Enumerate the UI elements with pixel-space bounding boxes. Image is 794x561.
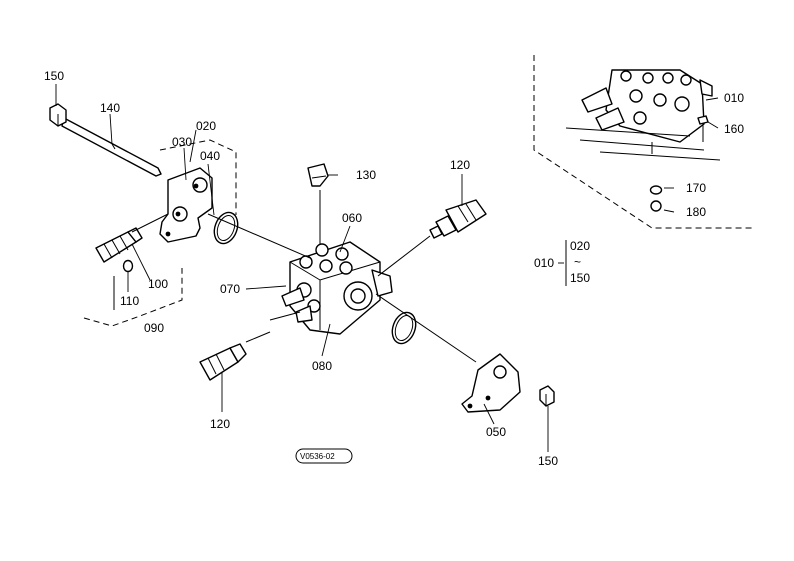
label-060: 060: [342, 211, 362, 225]
group-090-frame: [83, 268, 183, 327]
nut-180: [650, 200, 662, 212]
nut-150-left: [49, 103, 67, 127]
label-130: 130: [356, 168, 376, 182]
plug-130: [307, 163, 329, 187]
label-100: 100: [148, 277, 168, 291]
plug-100: [95, 227, 143, 263]
valve-assembly-010: [581, 69, 713, 154]
ring-110: [122, 259, 134, 273]
label-170: 170: [686, 181, 706, 195]
cover-030: [159, 167, 213, 243]
end-cover-050: [461, 353, 521, 413]
label-150-left: 150: [44, 69, 64, 83]
range-note: 010 020 ~ 150: [534, 239, 590, 286]
label-070: 070: [220, 282, 240, 296]
label-020: 020: [196, 119, 216, 133]
range-note-020: 020: [570, 239, 590, 253]
label-080: 080: [312, 359, 332, 373]
group-020-frame: [159, 139, 237, 215]
label-030: 030: [172, 135, 192, 149]
o-ring-040: [213, 211, 239, 245]
range-note-150: 150: [570, 271, 590, 285]
range-note-tilde: ~: [574, 255, 581, 269]
nut-150-right: [539, 385, 555, 407]
washer-170: [649, 185, 663, 195]
leader-lines: [55, 84, 719, 452]
cartridge-120-upper: [429, 199, 487, 239]
cartridge-120-lower: [199, 343, 247, 381]
o-ring-040-inner: [216, 214, 236, 242]
label-180: 180: [686, 205, 706, 219]
label-090: 090: [144, 321, 164, 335]
label-110: 110: [120, 294, 139, 308]
o-ring-body-right: [391, 311, 417, 345]
valve-body-060: [281, 241, 393, 335]
range-note-010: 010: [534, 256, 554, 270]
label-140: 140: [100, 101, 120, 115]
label-150-right: 150: [538, 454, 558, 468]
base-plate-010: [565, 127, 721, 161]
label-120-upper: 120: [450, 158, 470, 172]
assembly-axis-lines: [131, 190, 477, 363]
drawing-code-stamp: V0536-02: [295, 448, 353, 464]
bolt-160: [697, 115, 709, 142]
drawing-code: V0536-02: [300, 452, 335, 461]
rod-140: [61, 117, 162, 177]
assembly-010-frame: [533, 55, 752, 229]
label-160: 160: [724, 122, 744, 136]
label-050: 050: [486, 425, 506, 439]
label-040: 040: [200, 149, 220, 163]
label-010-assembly: 010: [724, 91, 744, 105]
label-120-lower: 120: [210, 417, 230, 431]
